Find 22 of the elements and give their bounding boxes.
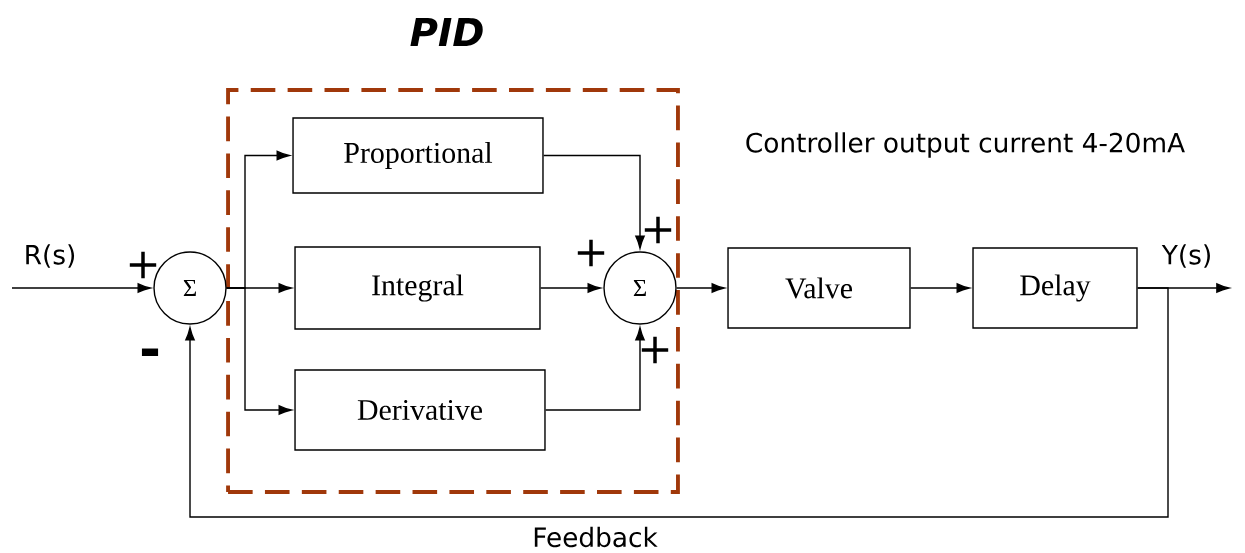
sign-label: +	[641, 336, 669, 364]
block-box: Valve	[727, 247, 911, 329]
arrow	[11, 283, 151, 293]
block-box: Derivative	[294, 369, 546, 451]
arrow	[226, 287, 292, 415]
edge-label: R(s)	[21, 242, 79, 270]
edge-label: Feedback	[530, 525, 660, 549]
arrow	[910, 283, 970, 293]
arrow	[676, 283, 725, 293]
block-box: Proportional	[292, 117, 544, 194]
group-title: PID	[410, 17, 483, 47]
block-box: Delay	[972, 247, 1138, 329]
block-box: Integral	[294, 246, 541, 330]
arrow	[539, 283, 601, 293]
sign-label: -	[141, 348, 159, 356]
annotation-text: Controller output current 4-20mA	[746, 132, 1185, 158]
edge-label: Y(s)	[1160, 242, 1214, 270]
arrow	[544, 327, 645, 411]
arrow	[543, 154, 645, 249]
sign-label: +	[577, 239, 605, 267]
arrow	[185, 287, 1169, 518]
sign-label: +	[644, 216, 672, 244]
